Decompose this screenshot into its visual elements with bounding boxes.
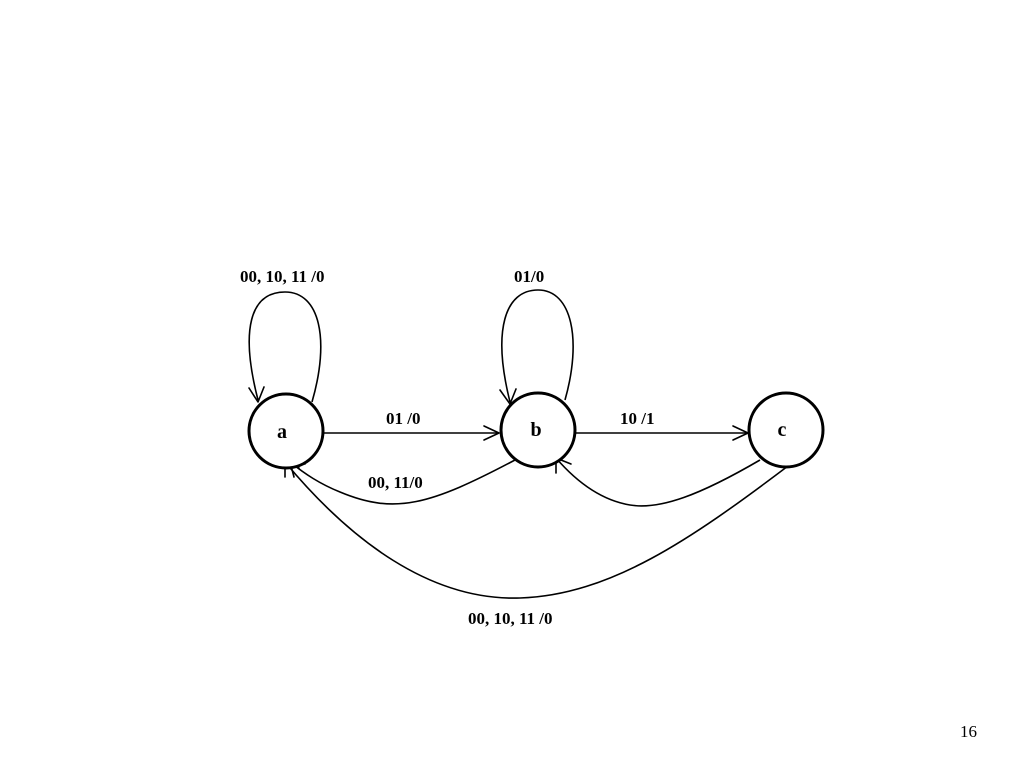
label-a-to-b: 01 /0 [386, 409, 420, 428]
label-a-self-loop: 00, 10, 11 /0 [240, 267, 325, 286]
page-number: 16 [960, 722, 977, 741]
edge-c-to-b [555, 457, 761, 507]
label-b-to-c: 10 /1 [620, 409, 654, 428]
label-b-self-loop: 01/0 [514, 267, 544, 286]
state-c-node [747, 391, 825, 469]
state-c-label: c [778, 419, 787, 441]
arrowhead-a-to-b [483, 425, 500, 441]
state-b-node [499, 391, 577, 469]
state-a-node [247, 392, 325, 470]
label-c-to-a: 00, 10, 11 /0 [468, 609, 553, 628]
label-b-to-a: 00, 11/0 [368, 473, 423, 492]
edge-c-to-a [284, 461, 789, 599]
state-a-label: a [277, 421, 287, 443]
arrowhead-a-self-loop [248, 386, 265, 403]
state-b-label: b [530, 419, 541, 441]
edge-b-to-a [289, 459, 516, 505]
edge-a-self-loop [248, 291, 322, 403]
edge-b-self-loop [501, 289, 574, 403]
